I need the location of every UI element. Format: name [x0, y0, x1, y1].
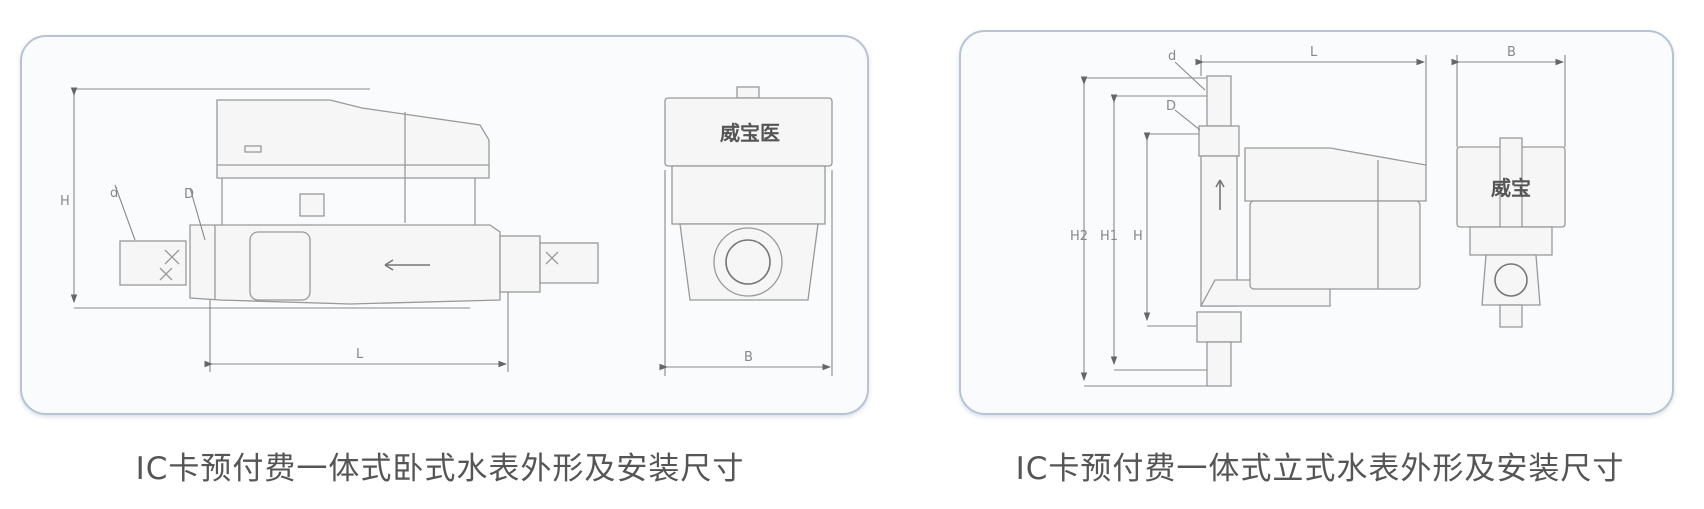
- flow-arrow-icon: [1215, 179, 1225, 210]
- label-l-vertical: L: [1310, 45, 1318, 60]
- label-h2: H2: [1070, 229, 1088, 244]
- brand-logo: 威宝医: [720, 121, 780, 145]
- meter-pipe-body: [189, 224, 501, 305]
- vertical-meter-front-view: H2 H1 H d D L: [1070, 45, 1427, 387]
- label-D-vertical: D: [1166, 99, 1176, 114]
- label-b: B: [744, 350, 753, 365]
- right-connector: [539, 242, 599, 284]
- brand-logo-vertical: 威宝: [1491, 176, 1531, 200]
- label-d-vertical: d: [1168, 49, 1176, 64]
- vertical-meter-side-view: B 威宝: [1451, 45, 1566, 328]
- horizontal-meter-front-view: H d D L: [60, 87, 599, 372]
- horizontal-meter-caption: IC卡预付费一体式卧式水表外形及安装尺寸: [135, 451, 745, 487]
- label-h-vertical: H: [1133, 229, 1143, 244]
- label-D: D: [184, 187, 194, 202]
- flow-arrow-icon: [384, 259, 430, 271]
- label-h: H: [60, 194, 70, 209]
- pipe-opening: [713, 227, 783, 297]
- label-h1: H1: [1100, 229, 1118, 244]
- label-d: d: [110, 186, 118, 201]
- vertical-meter-caption: IC卡预付费一体式立式水表外形及安装尺寸: [1015, 451, 1625, 487]
- horizontal-meter-side-view: 威宝医 B: [659, 86, 833, 376]
- label-b-vertical: B: [1507, 45, 1516, 60]
- meter-head: [1244, 147, 1427, 202]
- meter-head: [216, 99, 490, 179]
- label-l: L: [356, 347, 364, 362]
- left-connector: [119, 240, 187, 286]
